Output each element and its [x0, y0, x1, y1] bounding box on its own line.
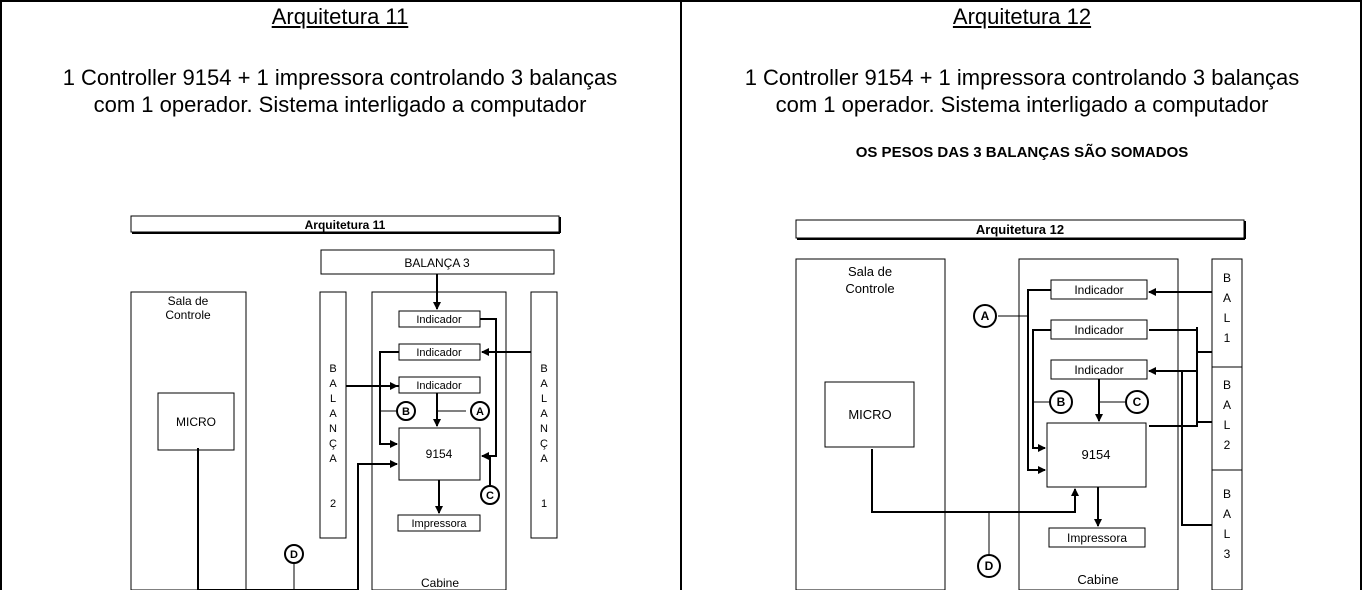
scale-2-letters: B A L 2: [1223, 378, 1231, 452]
svg-text:N: N: [329, 423, 337, 435]
marker-c: C: [1125, 390, 1149, 414]
cabin-label: Cabine: [421, 576, 459, 590]
control-room-label-1: Sala de: [848, 264, 892, 279]
cabin-label: Cabine: [1077, 572, 1118, 587]
svg-text:A: A: [540, 378, 548, 390]
micro-box: [824, 381, 915, 448]
printer-box: [397, 514, 481, 532]
diagram-title: Arquitetura 12: [976, 222, 1064, 237]
micro-box: [157, 392, 235, 451]
controller-box: [398, 427, 481, 481]
marker-d: D: [284, 544, 304, 564]
scale-1-letters: BAL ANÇ A1: [540, 363, 548, 510]
scale-3-label: BALANÇA 3: [404, 256, 470, 270]
svg-text:C: C: [1133, 395, 1142, 409]
scale-1-letters: B A L 1: [1223, 271, 1231, 345]
panel-note: OS PESOS DAS 3 BALANÇAS SÃO SOMADOS: [855, 144, 1189, 161]
svg-text:L: L: [1224, 418, 1231, 432]
svg-text:C: C: [486, 490, 494, 502]
svg-text:D: D: [985, 559, 994, 573]
svg-text:B: B: [329, 363, 336, 375]
panel-description: 1 Controller 9154 + 1 impressora control…: [744, 65, 1300, 117]
indicator-1-label: Indicador: [1074, 283, 1123, 297]
marker-d: D: [977, 554, 1001, 578]
svg-text:A: A: [981, 309, 990, 323]
indicator-1-label: Indicador: [416, 314, 462, 326]
svg-text:A: A: [1223, 398, 1231, 412]
printer-box: [1048, 527, 1146, 548]
svg-text:D: D: [290, 549, 298, 561]
marker-c: C: [480, 485, 500, 505]
svg-text:B: B: [540, 363, 547, 375]
svg-text:A: A: [540, 408, 548, 420]
svg-text:3: 3: [1224, 547, 1231, 561]
scale-2-letters: BAL ANÇ A2: [329, 363, 337, 510]
svg-text:2: 2: [330, 498, 336, 510]
svg-text:A: A: [329, 408, 337, 420]
micro-label: MICRO: [176, 415, 216, 429]
diagram-title: Arquitetura 11: [305, 218, 386, 232]
panel-heading: Arquitetura 12: [952, 4, 1092, 29]
svg-text:Ç: Ç: [540, 438, 548, 450]
printer-label: Impressora: [411, 518, 467, 530]
architecture-11-diagram: Arquitetura 11 BALANÇA 3 Sala de Control…: [130, 215, 561, 590]
frame-right-border: [1360, 0, 1362, 590]
svg-text:2: 2: [1224, 438, 1231, 452]
svg-text:A: A: [1223, 291, 1231, 305]
svg-text:A: A: [329, 378, 337, 390]
architecture-11-panel: Arquitetura 11 1 Controller 9154 + 1 imp…: [0, 0, 680, 590]
svg-text:B: B: [1223, 271, 1231, 285]
scale-2-box: [1211, 366, 1243, 471]
indicator-3-label: Indicador: [1074, 363, 1123, 377]
controller-label: 9154: [1082, 447, 1111, 462]
controller-box: [1046, 422, 1147, 488]
svg-text:L: L: [1224, 527, 1231, 541]
svg-text:A: A: [540, 453, 548, 465]
svg-text:L: L: [330, 393, 336, 405]
control-room-label-2: Controle: [845, 281, 894, 296]
control-room-label-1: Sala de: [168, 294, 209, 308]
scale-1-box: [530, 291, 558, 539]
frame-left-border: [0, 0, 2, 590]
panel-description: 1 Controller 9154 + 1 impressora control…: [62, 65, 618, 117]
svg-text:B: B: [1223, 487, 1231, 501]
svg-text:L: L: [1224, 311, 1231, 325]
scale-2-box: [319, 291, 347, 539]
printer-label: Impressora: [1067, 531, 1127, 545]
marker-a: A: [973, 304, 997, 328]
svg-text:B: B: [1057, 395, 1066, 409]
panel-heading: Arquitetura 11: [271, 4, 409, 29]
svg-text:A: A: [1223, 507, 1231, 521]
controller-label: 9154: [426, 447, 453, 461]
svg-text:1: 1: [1224, 331, 1231, 345]
connection-lines: [871, 288, 1212, 527]
column-divider: [680, 0, 682, 590]
svg-text:1: 1: [541, 498, 547, 510]
svg-text:Ç: Ç: [329, 438, 337, 450]
connection-lines: [197, 274, 531, 590]
scale-3-box: [320, 249, 555, 275]
indicator-3-label: Indicador: [416, 380, 462, 392]
svg-text:N: N: [540, 423, 548, 435]
marker-b: B: [1049, 390, 1073, 414]
svg-text:B: B: [1223, 378, 1231, 392]
control-room-label-2: Controle: [165, 308, 211, 322]
scale-3-letters: B A L 3: [1223, 487, 1231, 561]
indicator-2-label: Indicador: [1074, 323, 1123, 337]
micro-label: MICRO: [848, 407, 891, 422]
svg-text:L: L: [541, 393, 547, 405]
svg-text:B: B: [402, 406, 410, 418]
marker-b: B: [396, 401, 416, 421]
svg-text:A: A: [476, 406, 484, 418]
architecture-12-panel: Arquitetura 12 1 Controller 9154 + 1 imp…: [682, 0, 1362, 590]
indicator-2-label: Indicador: [416, 347, 462, 359]
scale-3-box: [1211, 469, 1243, 590]
marker-a: A: [470, 401, 490, 421]
architecture-12-diagram: Arquitetura 12 Sala de Controle MICRO Ca…: [795, 219, 1246, 590]
svg-text:A: A: [329, 453, 337, 465]
